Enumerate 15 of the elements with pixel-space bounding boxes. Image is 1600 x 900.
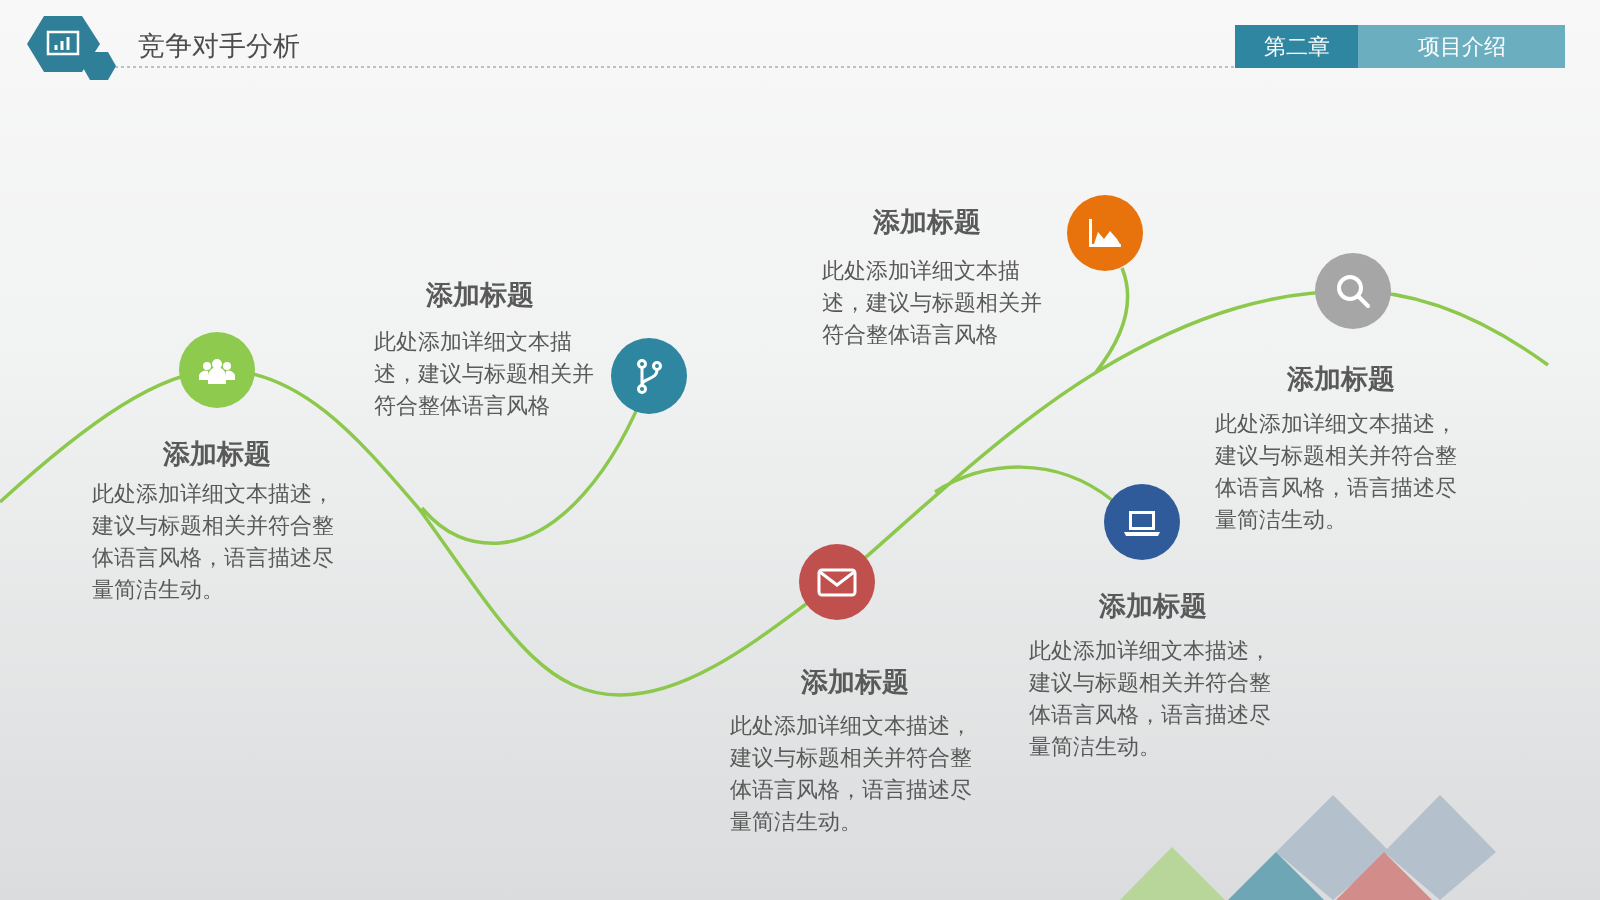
chapter-tab: 第二章: [1235, 25, 1358, 68]
item-description: 此处添加详细文本描述，建议与标题相关并符合整体语言风格: [374, 328, 595, 420]
page-title: 竞争对手分析: [138, 29, 300, 63]
item-heading: 添加标题: [425, 278, 535, 312]
item-heading: 添加标题: [800, 665, 910, 699]
item-description: 此处添加详细文本描述，建议与标题相关并符合整体语言风格，语言描述尽量简洁生动。: [1215, 410, 1458, 534]
item-description: 此处添加详细文本描述，建议与标题相关并符合整体语言风格，语言描述尽量简洁生动。: [730, 712, 973, 836]
section-tab: 项目介绍: [1358, 25, 1565, 68]
item-heading: 添加标题: [1286, 362, 1396, 396]
item-description: 此处添加详细文本描述，建议与标题相关并符合整体语言风格，语言描述尽量简洁生动。: [92, 480, 335, 604]
item-heading: 添加标题: [1098, 589, 1208, 623]
item-description: 此处添加详细文本描述，建议与标题相关并符合整体语言风格: [822, 257, 1043, 349]
item-heading: 添加标题: [162, 437, 272, 471]
item-heading: 添加标题: [872, 205, 982, 239]
item-description: 此处添加详细文本描述，建议与标题相关并符合整体语言风格，语言描述尽量简洁生动。: [1029, 637, 1272, 761]
